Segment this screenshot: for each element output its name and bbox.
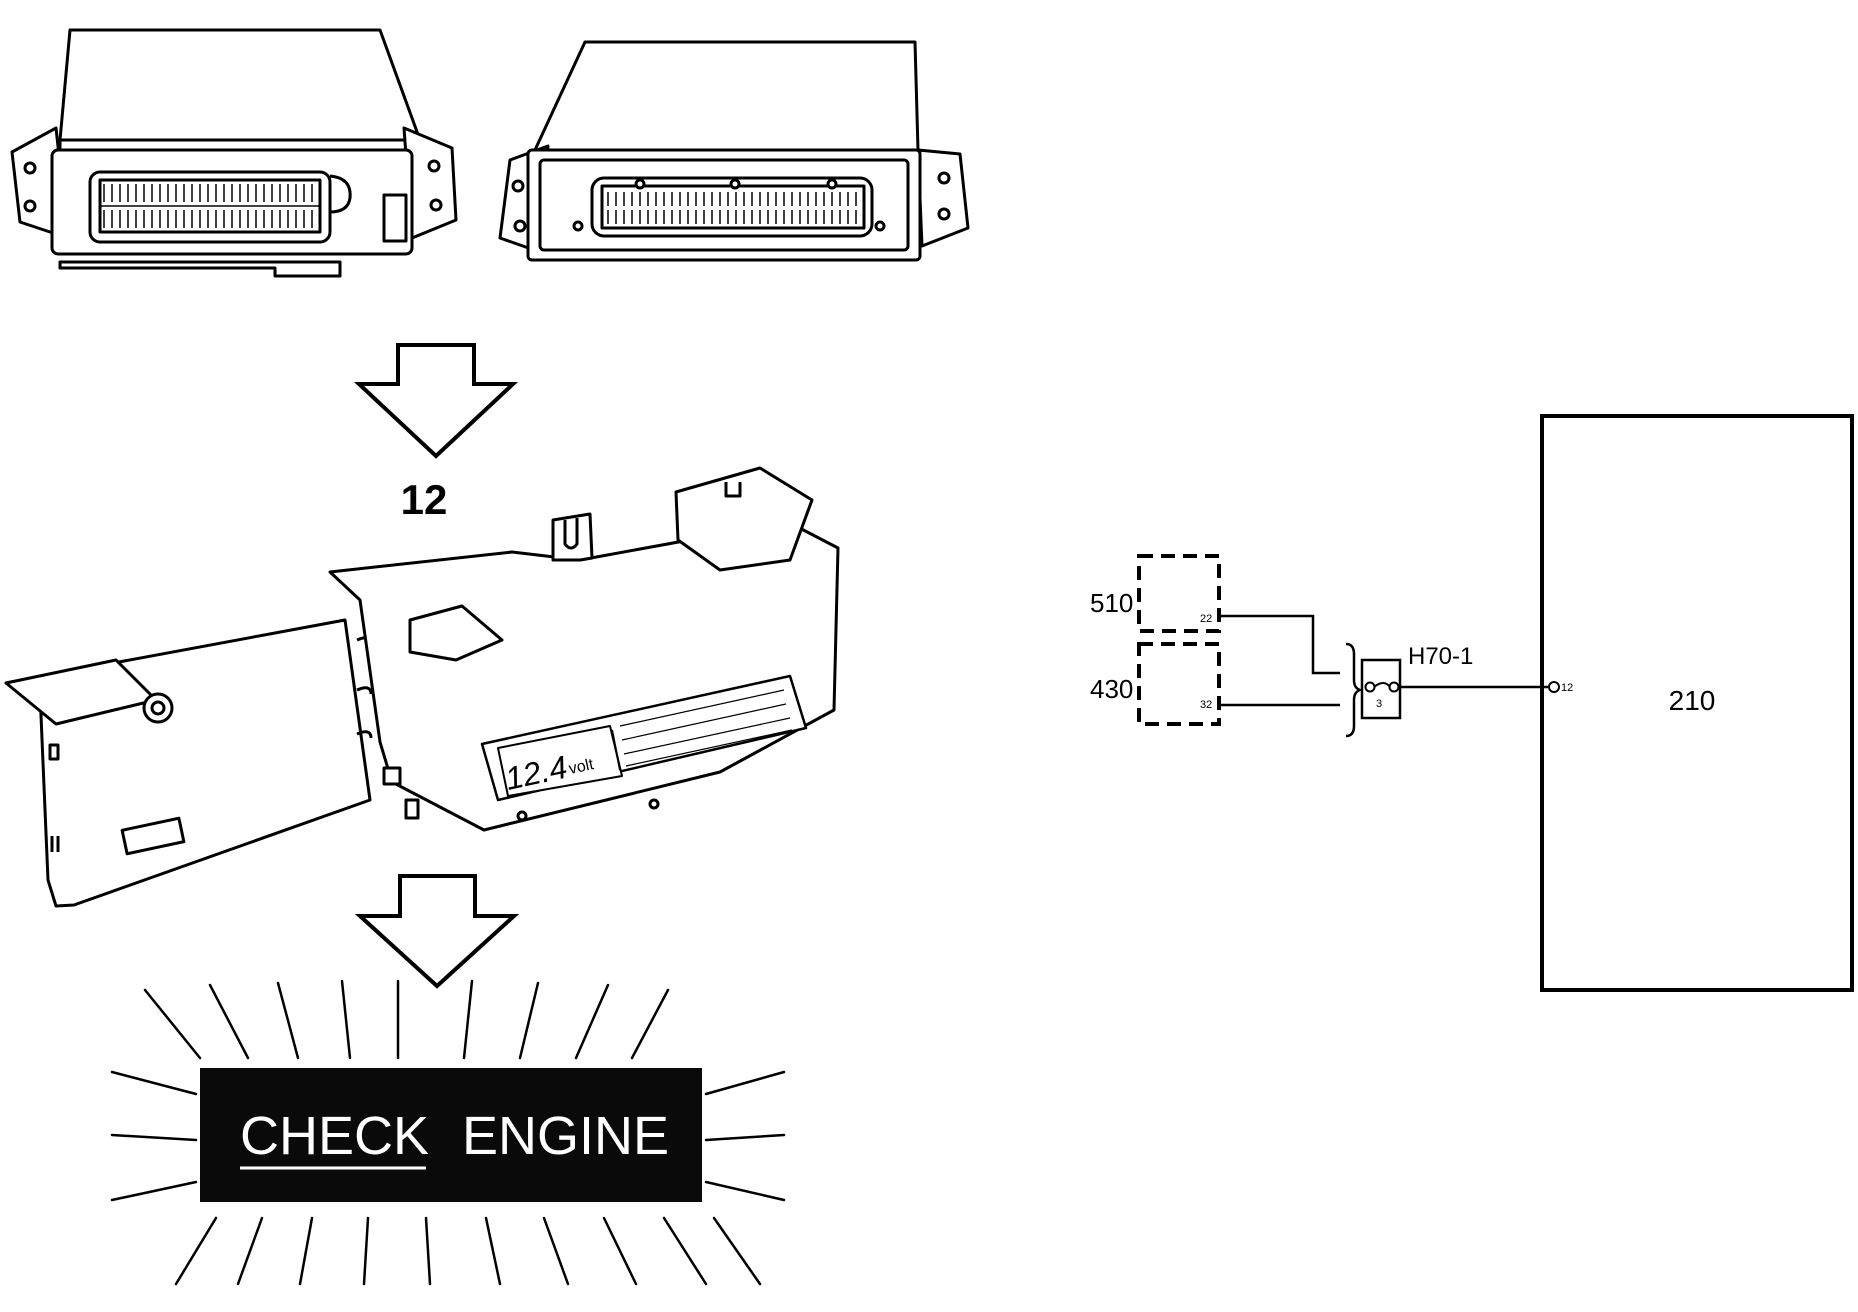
connector-h70-label: H70-1 [1408, 643, 1473, 670]
unit-510-pin: 22 [1200, 613, 1212, 625]
splice-bracket [1345, 642, 1364, 738]
unit-430-pin: 32 [1200, 699, 1212, 711]
unit-430-label: 430 [1090, 674, 1133, 704]
connector-terminal-icon [1388, 681, 1400, 693]
wiring-diagram: 510 430 22 32 3 H70-1 12 210 [1090, 414, 1854, 992]
lamp-text-engine: ENGINE [462, 1106, 669, 1166]
down-arrow-icon [353, 343, 519, 459]
control-module-box [1540, 414, 1854, 992]
lamp-text-check: CHECK [240, 1106, 429, 1166]
lamp-rays [110, 979, 786, 1286]
diagnostic-tester-illustration [4, 466, 840, 908]
module-pin: 12 [1561, 682, 1573, 694]
connector-pins-left [103, 184, 313, 228]
module-terminal-icon [1548, 681, 1560, 693]
tester-display-unit: volt [567, 756, 595, 778]
step-number: 12 [401, 476, 448, 523]
unit-510-label: 510 [1090, 588, 1133, 618]
control-module-label: 210 [1669, 685, 1716, 716]
unit-430-box [1137, 642, 1221, 726]
connector-pins-right [607, 192, 857, 224]
connector-h70-pin: 3 [1376, 698, 1382, 710]
control-unit-left-illustration [10, 28, 458, 278]
control-unit-right-illustration [498, 40, 970, 262]
down-arrow-icon [354, 874, 520, 989]
wire-510 [1219, 614, 1340, 675]
unit-510-box [1137, 554, 1221, 633]
connector-terminal-icon [1364, 681, 1376, 693]
check-engine-lamp-panel [200, 1068, 702, 1202]
